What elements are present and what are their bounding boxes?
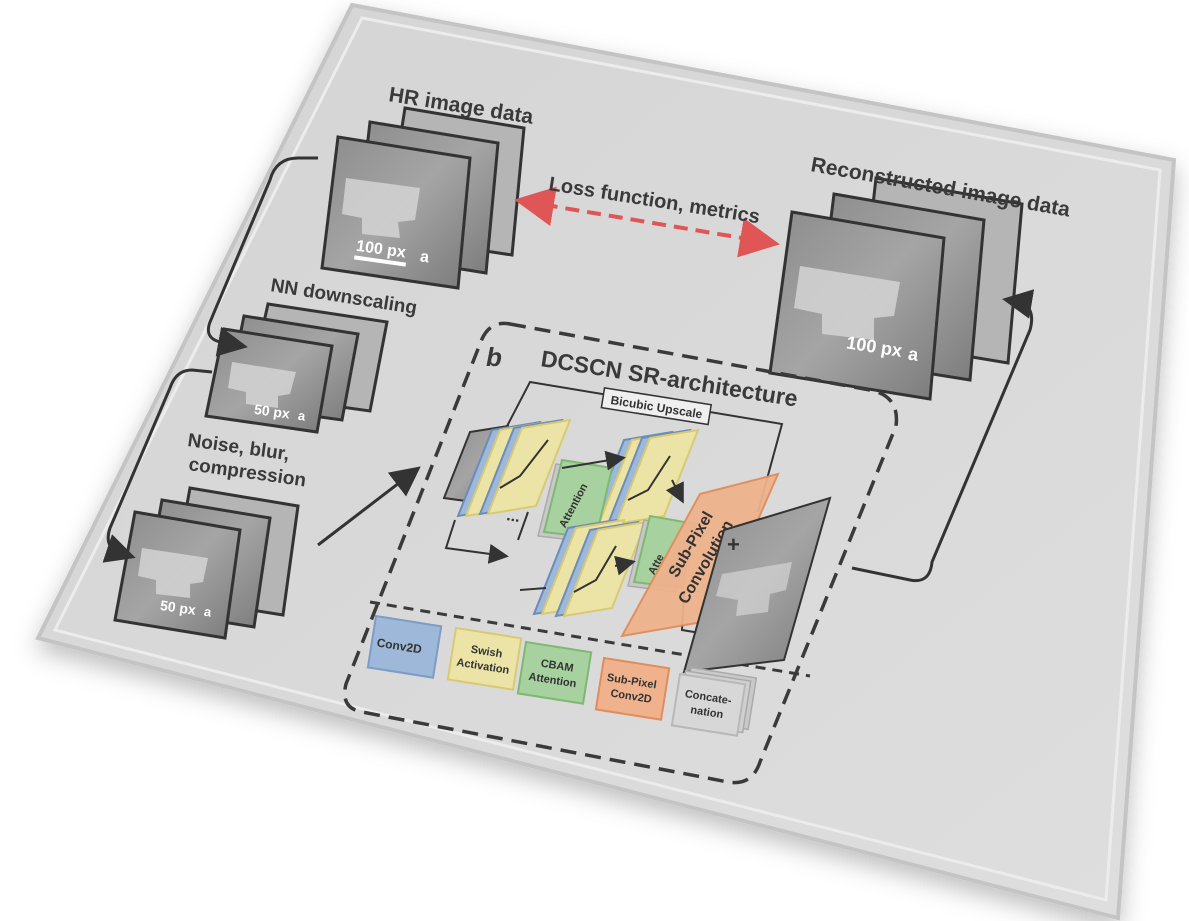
layer-blocks-top	[456, 418, 700, 528]
panel-letter-b: b	[486, 342, 502, 372]
legend-label-concat-2: nation	[690, 704, 725, 721]
reconstructed-image-stack: 100 px a	[768, 176, 1024, 401]
nn-scale-bar: 50 px	[253, 401, 291, 422]
noise-image-stack: 50 px a	[113, 486, 300, 640]
plus-sign: +	[727, 532, 740, 557]
legend: Conv2D Swish Activation CBAM Attention S…	[366, 614, 758, 737]
noise-scale-bar: 50 px	[159, 597, 197, 618]
board-bevel	[52, 16, 1162, 902]
legend-item-swish: Swish Activation	[446, 626, 523, 691]
hr-image-stack: 100 px a	[320, 106, 526, 290]
hr-scale-bar: 100 px	[355, 238, 407, 262]
legend-item-concat: Concate- nation	[670, 666, 758, 737]
arch-to-recon-arrow	[851, 289, 1035, 583]
legend-item-conv2d: Conv2D	[366, 614, 443, 679]
noise-panel-letter: a	[203, 604, 213, 620]
nn-panel-letter: a	[297, 408, 307, 424]
arch-flow-lines	[444, 450, 743, 641]
nn-to-noise-arrow	[102, 368, 213, 563]
loss-arrow	[514, 186, 780, 258]
legend-divider	[369, 600, 811, 678]
output-image-content	[716, 562, 792, 616]
hr-panel-letter: a	[419, 248, 430, 266]
legend-item-subpixel: Sub-Pixel Conv2D	[594, 656, 671, 721]
noise-to-arch-arrow	[317, 466, 421, 547]
recon-panel-letter: a	[907, 344, 921, 365]
hr-to-nn-arrow	[206, 156, 318, 357]
layer-blocks-bottom	[532, 518, 648, 618]
architecture-panel	[343, 321, 899, 785]
legend-label-cbam-1: CBAM	[540, 658, 574, 675]
legend-item-cbam: CBAM Attention	[516, 640, 593, 705]
legend-label-swish-1: Swish	[470, 644, 504, 661]
dots: ...	[505, 507, 521, 526]
